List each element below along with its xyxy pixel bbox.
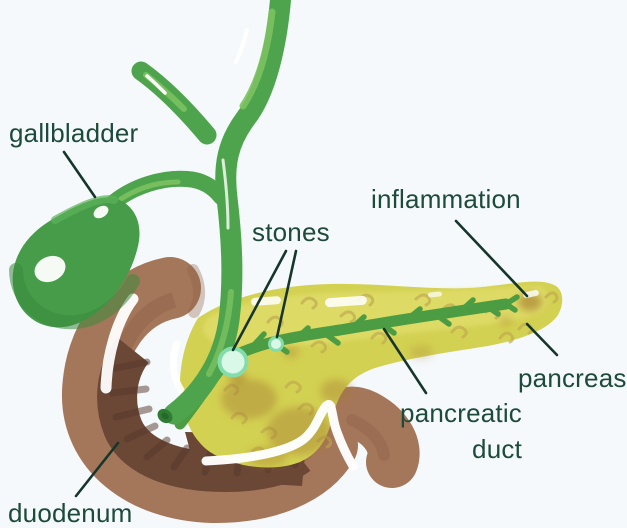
- label-pancreas: pancreas: [518, 363, 627, 393]
- label-pancreatic-duct-line1: pancreatic: [400, 398, 522, 428]
- stone-large: [217, 346, 249, 378]
- leader-pancreas: [525, 322, 559, 357]
- label-gallbladder: gallbladder: [9, 118, 139, 148]
- leader-inflammation: [454, 219, 529, 298]
- duct-opening: [157, 408, 173, 424]
- label-duodenum: duodenum: [8, 498, 133, 528]
- leader-stone-small: [275, 249, 298, 339]
- leader-gallbladder: [62, 150, 97, 199]
- duodenum-highlights: [100, 293, 358, 471]
- leader-pancreatic-duct: [382, 327, 428, 395]
- label-inflammation: inflammation: [371, 184, 521, 214]
- leader-lines: [62, 150, 559, 498]
- label-pancreatic-duct-line2: duct: [472, 434, 522, 464]
- bile-duct-illustration: [106, 0, 292, 425]
- stone-small: [268, 336, 284, 352]
- pancreas-highlights: [169, 289, 539, 394]
- label-stones: stones: [252, 217, 330, 247]
- leader-stone-large: [231, 249, 288, 352]
- leader-duodenum: [74, 441, 120, 498]
- gallbladder-illustration: [9, 195, 140, 330]
- label-pancreatic-duct: pancreatic duct: [332, 395, 522, 467]
